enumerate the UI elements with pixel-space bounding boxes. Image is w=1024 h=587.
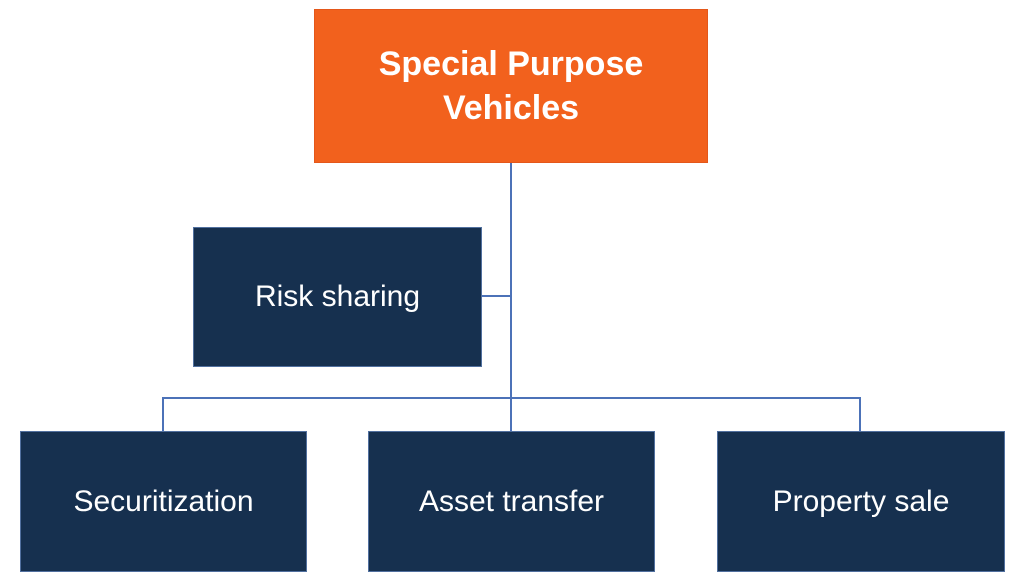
- root-node-special-purpose-vehicles: Special Purpose Vehicles: [314, 9, 708, 163]
- node-securitization-label: Securitization: [73, 484, 254, 518]
- node-property-sale: Property sale: [717, 431, 1005, 572]
- connector-risk-sharing-stub-line: [482, 295, 511, 297]
- connector-securitization-drop-line: [162, 397, 164, 431]
- node-securitization: Securitization: [20, 431, 307, 572]
- node-asset-transfer-label: Asset transfer: [418, 484, 605, 518]
- node-risk-sharing: Risk sharing: [193, 227, 482, 367]
- connector-horizontal-bus-line: [162, 397, 861, 399]
- connector-property-sale-drop-line: [859, 397, 861, 431]
- node-property-sale-label: Property sale: [772, 484, 950, 518]
- root-node-label: Special Purpose Vehicles: [378, 44, 644, 127]
- connector-root-drop-line: [510, 163, 512, 431]
- node-risk-sharing-label: Risk sharing: [254, 280, 421, 313]
- node-asset-transfer: Asset transfer: [368, 431, 655, 572]
